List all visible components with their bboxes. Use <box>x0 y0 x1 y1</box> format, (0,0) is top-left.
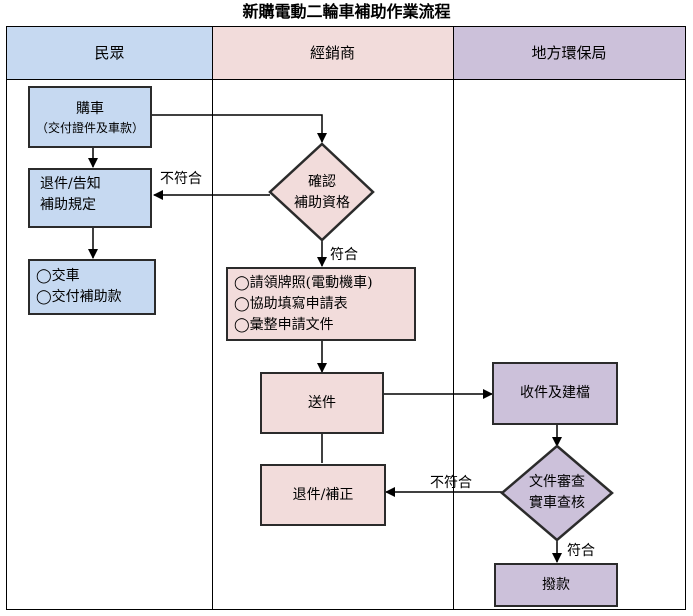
node-dealer-tasks-item1: ◯請領牌照(電動機車) <box>234 275 373 291</box>
node-purchase: 購車 （交付證件及車款） <box>28 86 152 148</box>
node-dealer-tasks: ◯請領牌照(電動機車) ◯協助填寫申請表 ◯彙整申請文件 <box>226 267 416 341</box>
node-submit: 送件 <box>260 372 384 434</box>
lane-header-epb: 地方環保局 <box>453 27 685 80</box>
node-review-line2: 實車查核 <box>529 495 585 511</box>
node-review-line1: 文件審查 <box>529 474 585 490</box>
decision-confirm-shape <box>268 142 375 242</box>
node-purchase-title: 購車 <box>76 100 104 117</box>
edge-label-no-match-2: 不符合 <box>430 475 472 491</box>
node-public-actions-item1: ◯交車 <box>36 268 80 284</box>
node-review-label: 文件審查 實車查核 <box>517 472 597 514</box>
node-public-actions: ◯交車 ◯交付補助款 <box>28 259 156 315</box>
node-confirm-line2: 補助資格 <box>294 195 350 211</box>
node-receive: 收件及建檔 <box>492 362 618 425</box>
node-pay: 撥款 <box>494 563 618 607</box>
node-return-notice-line2: 補助規定 <box>40 197 96 213</box>
lane-header-public: 民眾 <box>7 27 212 80</box>
decision-review-shape <box>500 444 614 542</box>
page-title: 新購電動二輪車補助作業流程 <box>242 2 451 21</box>
edge-label-match-1: 符合 <box>330 247 358 263</box>
lane-header-dealer: 經銷商 <box>212 27 453 80</box>
swimlane-frame <box>6 26 686 610</box>
node-dealer-tasks-item3: ◯彙整申請文件 <box>234 317 334 333</box>
node-confirm-line1: 確認 <box>308 174 336 190</box>
edge-label-no-match-1: 不符合 <box>160 171 202 187</box>
node-return-notice: 退件/告知 補助規定 <box>28 168 152 228</box>
lane-divider-1 <box>212 27 213 609</box>
lane-divider-2 <box>453 27 454 609</box>
node-return-fix: 退件/補正 <box>260 464 386 526</box>
node-confirm-label: 確認 補助資格 <box>282 172 362 214</box>
node-public-actions-item2: ◯交付補助款 <box>36 289 122 305</box>
arrow-purchase-to-confirm <box>152 114 327 143</box>
node-dealer-tasks-item2: ◯協助填寫申請表 <box>234 296 348 312</box>
node-purchase-note: （交付證件及車款） <box>35 120 144 135</box>
edge-label-match-2: 符合 <box>567 543 595 559</box>
node-return-notice-line1: 退件/告知 <box>40 176 101 192</box>
